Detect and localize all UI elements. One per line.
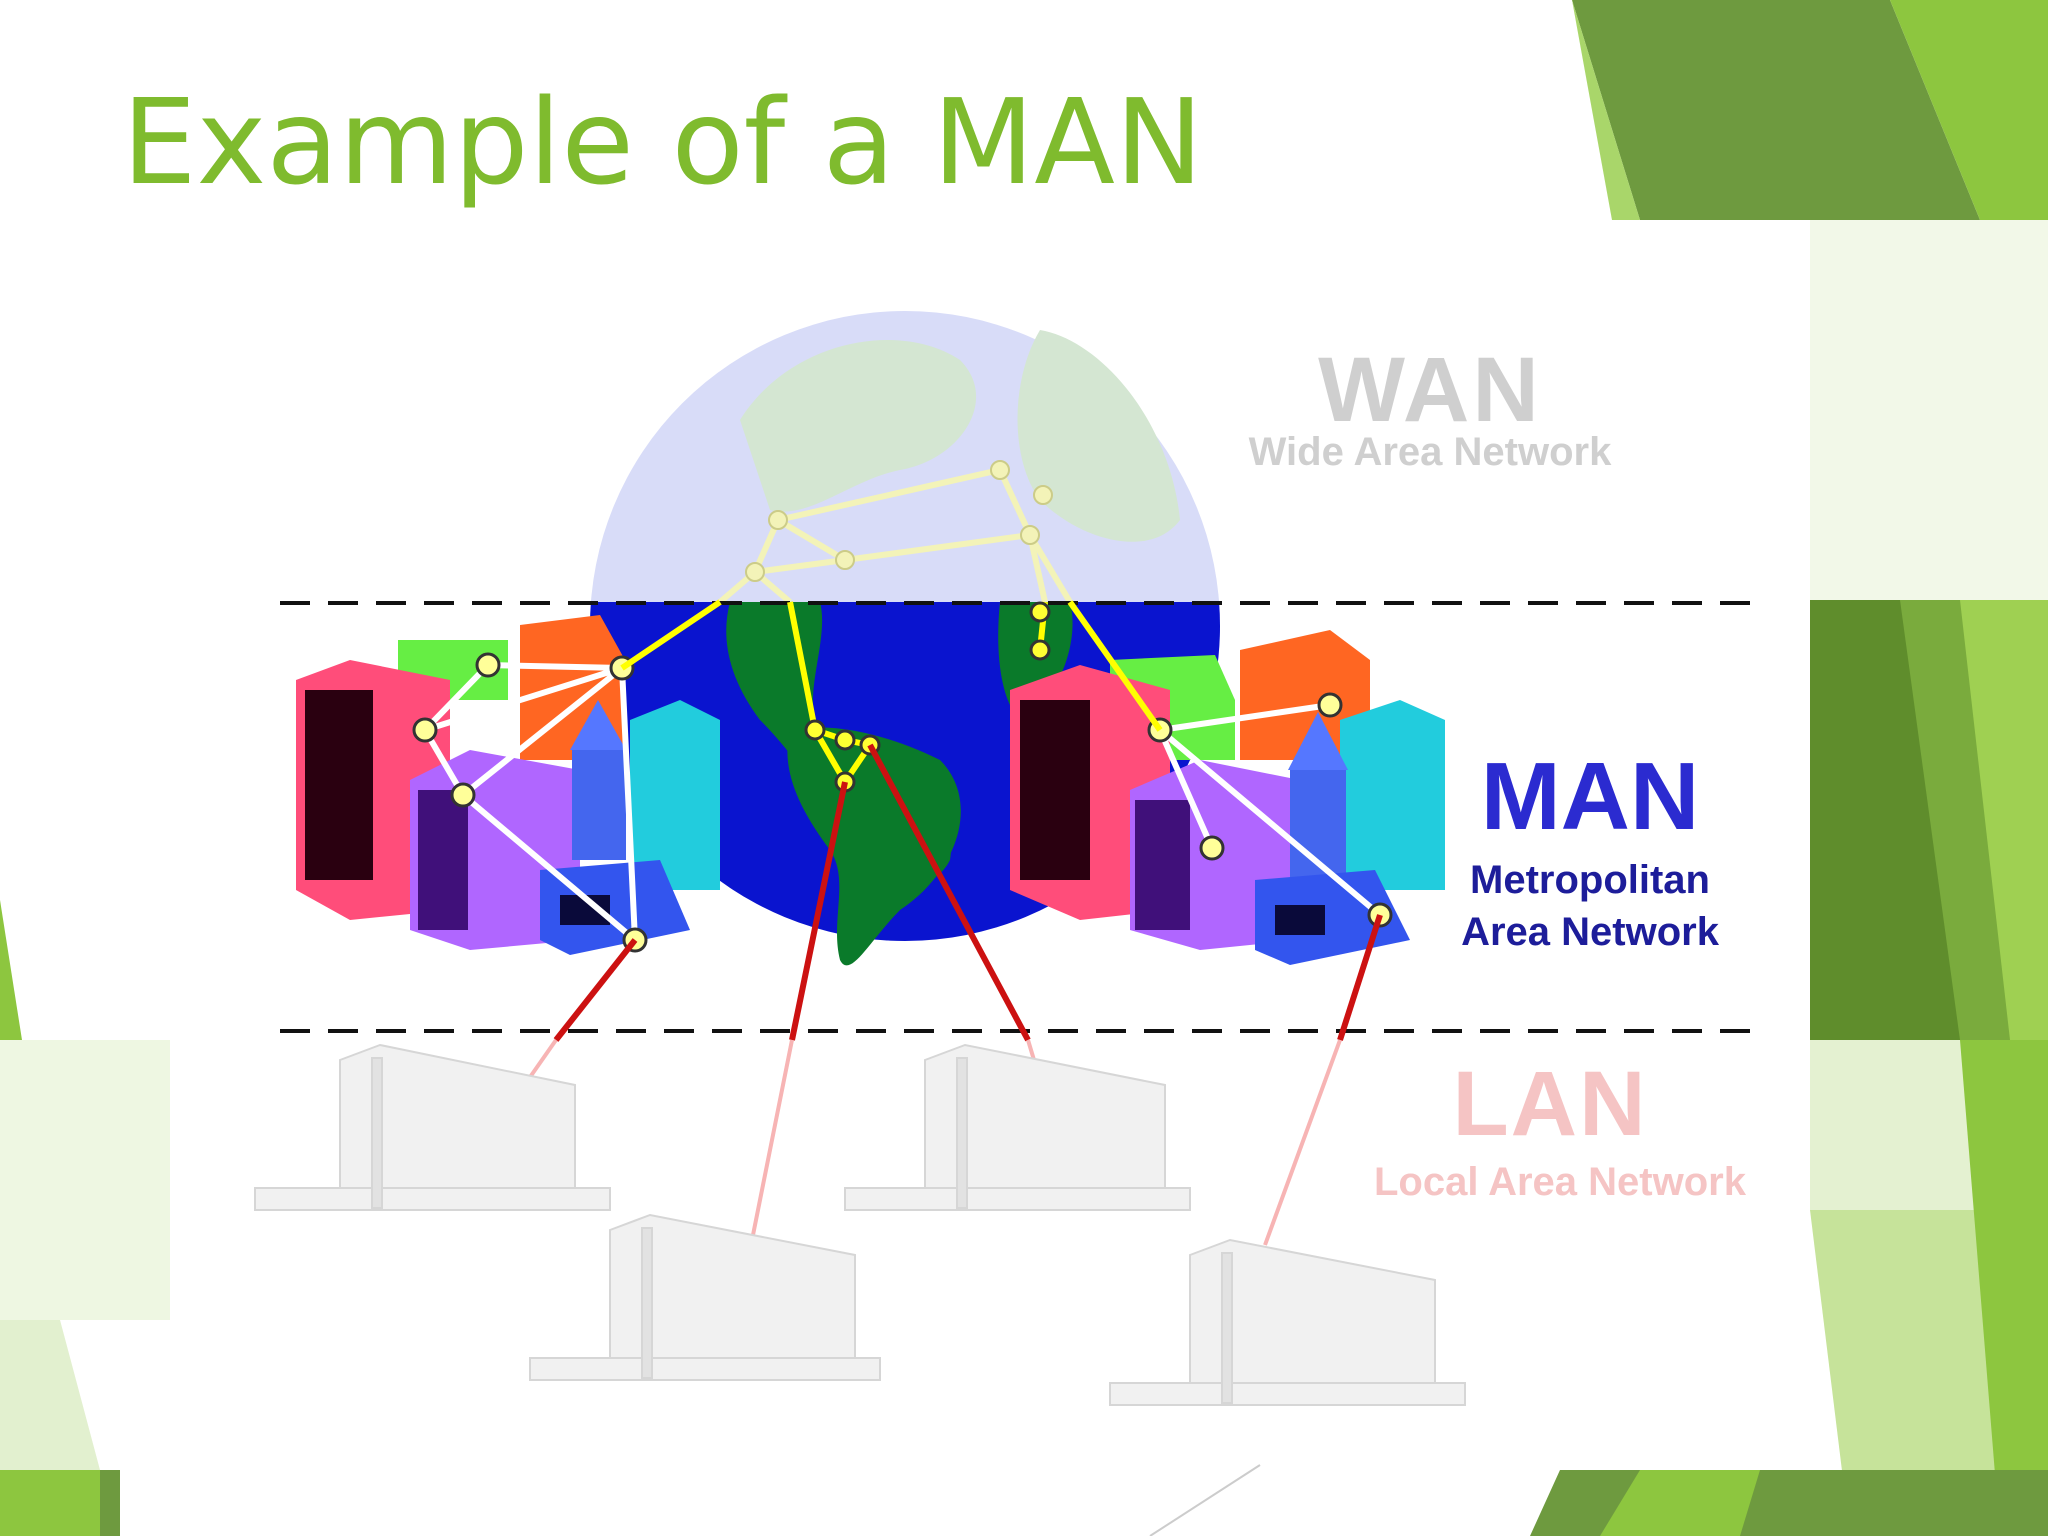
lan-building-icon [529, 1213, 881, 1382]
slide-title: Example of a MAN [122, 73, 1204, 211]
lan-acronym: LAN [1452, 1053, 1648, 1155]
man-full-name-line1: Metropolitan [1470, 858, 1710, 902]
lan-building-icon [1109, 1238, 1466, 1407]
lan-building-icon [254, 1043, 611, 1212]
lan-building-icon [844, 1043, 1191, 1212]
wan-acronym: WAN [1318, 339, 1542, 441]
man-acronym: MAN [1480, 743, 1700, 850]
wan-full-name: Wide Area Network [1248, 430, 1612, 474]
lan-full-name: Local Area Network [1374, 1160, 1746, 1204]
office-building-icon [1010, 630, 1445, 950]
man-full-name-line2: Area Network [1461, 910, 1719, 954]
